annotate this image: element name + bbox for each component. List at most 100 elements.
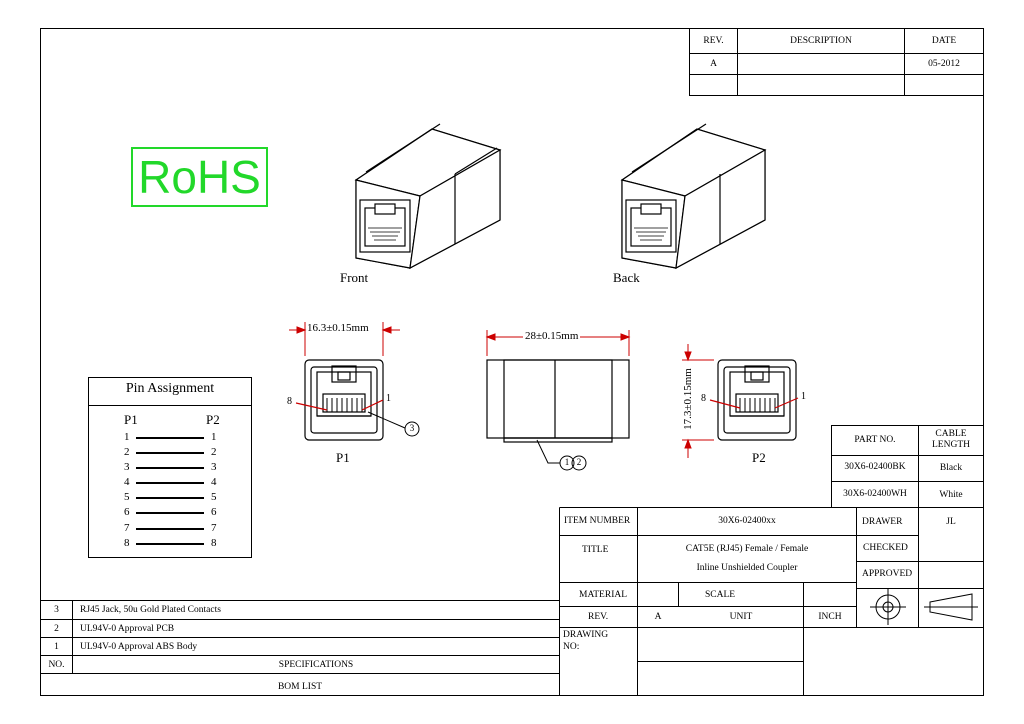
pin-p2: 8 [211, 537, 217, 549]
height-dimension: 17.3±0.15mm [682, 368, 694, 430]
material-label: MATERIAL [579, 590, 628, 600]
p1-view-label: P1 [336, 450, 350, 465]
rohs-mark: RoHS [131, 147, 268, 207]
callout-1-label: 1 [564, 457, 570, 467]
part-no-cell: 30X6-02400WH [843, 489, 907, 499]
revision-block-grid [689, 28, 984, 96]
length-dimension: 28±0.15mm [523, 330, 581, 342]
bom-no-header: NO. [48, 660, 65, 670]
bom-no: 3 [54, 605, 59, 615]
rev-value: A [710, 59, 717, 69]
pin-wire [136, 467, 204, 469]
callout-leaders [367, 411, 587, 471]
rev-label: REV. [588, 612, 609, 622]
bom-no: 1 [54, 642, 59, 652]
p1-pin8-marker: 8 [287, 396, 292, 407]
part-no-header: PART NO. [854, 435, 896, 445]
drawing-no-line1: DRAWING [563, 630, 609, 640]
width-dimension: 16.3±0.15mm [307, 322, 369, 334]
bom-no: 2 [54, 624, 59, 634]
bom-grid [40, 600, 560, 674]
pin-p1: 3 [124, 461, 130, 473]
cable-header-line1: CABLE [935, 429, 967, 439]
title-block-grid [559, 507, 984, 696]
front-view-drawing [354, 123, 502, 270]
pin-col-p1: P1 [124, 412, 138, 427]
pin-p1: 2 [124, 446, 130, 458]
pin-p1: 8 [124, 537, 130, 549]
p1-pin-markers [295, 399, 384, 411]
back-view-label: Back [613, 270, 640, 285]
pin-p1: 5 [124, 491, 130, 503]
drawing-no-label: DRAWING NO: [563, 629, 608, 653]
pin-col-p2: P2 [206, 412, 220, 427]
callout-3-circle [404, 421, 420, 437]
pin-p1: 6 [124, 506, 130, 518]
checked-label: CHECKED [863, 543, 908, 553]
pin-wire [136, 528, 204, 530]
unit-value: INCH [818, 612, 842, 622]
p1-end-view-drawing [304, 359, 384, 441]
drawer-label: DRAWER [862, 517, 903, 527]
pin-p1: 7 [124, 522, 130, 534]
drawing-border [40, 28, 984, 696]
pin-p1: 4 [124, 476, 130, 488]
drawer-value: JL [946, 517, 956, 527]
projection-symbol [870, 589, 978, 625]
front-view-label: Front [340, 270, 369, 285]
bom-spec: RJ45 Jack, 50u Gold Plated Contacts [80, 605, 221, 615]
p1-pin1-marker: 1 [386, 393, 391, 404]
callout-3-label: 3 [409, 423, 415, 433]
bom-spec-header: SPECIFICATIONS [278, 660, 354, 670]
drawing-no-line2: NO: [563, 642, 580, 652]
cable-header-line2: LENGTH [932, 440, 970, 450]
pin-wire [136, 437, 204, 439]
pin-assignment-box [88, 377, 252, 558]
title-label: TITLE [582, 545, 609, 555]
back-view-drawing [620, 123, 767, 270]
pin-wire [136, 482, 204, 484]
pin-p2: 3 [211, 461, 217, 473]
pin-p2: 4 [211, 476, 217, 488]
cable-color-cell: White [939, 490, 963, 500]
part-no-cell: 30X6-02400BK [844, 462, 906, 472]
callout-2-label: 2 [576, 457, 582, 467]
approved-label: APPROVED [862, 569, 913, 579]
pin-wire [136, 452, 204, 454]
pin-wire [136, 512, 204, 514]
pin-wire [136, 497, 204, 499]
dimension-lines [289, 322, 714, 458]
rev-header: REV. [703, 36, 724, 46]
pin-p2: 7 [211, 522, 217, 534]
p2-pin1-marker: 1 [801, 391, 806, 402]
pin-p2: 6 [211, 506, 217, 518]
cable-color-cell: Black [939, 463, 963, 473]
side-view-drawing [486, 359, 630, 443]
pin-wire [136, 543, 204, 545]
p2-pin-markers [709, 397, 799, 409]
scale-label: SCALE [705, 590, 736, 600]
bom-spec: UL94V-0 Approval PCB [80, 624, 175, 634]
item-number-label: ITEM NUMBER [564, 516, 631, 526]
pin-p2: 5 [211, 491, 217, 503]
p2-end-view-drawing [717, 359, 797, 441]
callout-2-circle [571, 455, 587, 471]
p2-view-label: P2 [752, 450, 766, 465]
bom-spec: UL94V-0 Approval ABS Body [80, 642, 198, 652]
pin-p1: 1 [124, 431, 130, 443]
item-number-value: 30X6-02400xx [718, 516, 776, 526]
p2-pin8-marker: 8 [701, 393, 706, 404]
pin-p2: 1 [211, 431, 217, 443]
callout-1-circle [559, 455, 575, 471]
pin-p2: 2 [211, 446, 217, 458]
